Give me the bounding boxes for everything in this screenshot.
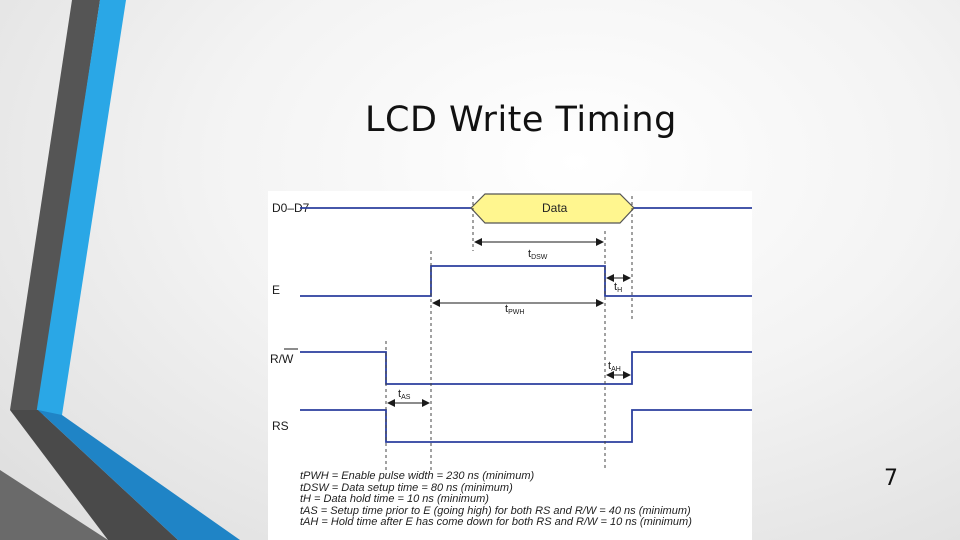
- label-tas: tAS: [398, 388, 411, 401]
- signal-label-rw: R/W: [270, 352, 294, 366]
- signal-label-data-bus: D0–D7: [272, 201, 310, 215]
- timing-legend: tPWH = Enable pulse width = 230 ns (mini…: [300, 471, 750, 529]
- timing-diagram: D0–D7 E R/W RS Data: [268, 191, 752, 540]
- data-label: Data: [542, 201, 568, 215]
- legend-line-th: tH = Data hold time = 10 ns (minimum): [300, 494, 489, 506]
- signal-label-rs: RS: [272, 419, 289, 433]
- legend-line-tpwh: tPWH = Enable pulse width = 230 ns (mini…: [300, 471, 535, 482]
- rw-waveform: [300, 351, 752, 385]
- label-th: tH: [614, 281, 622, 294]
- rs-waveform: [300, 409, 752, 443]
- legend-line-tas: tAS = Setup time prior to E (going high)…: [300, 505, 691, 517]
- label-tpwh: tPWH: [505, 303, 524, 316]
- legend-line-tah: tAH = Hold time after E has come down fo…: [300, 517, 692, 529]
- bottom-shade: [0, 470, 108, 540]
- label-tah: tAH: [608, 360, 621, 373]
- label-tdsw: tDSW: [528, 248, 548, 261]
- page-number: 7: [884, 466, 898, 491]
- blue-stripe: [36, 0, 126, 415]
- slide-title: LCD Write Timing: [365, 100, 677, 140]
- dark-stripe: [10, 0, 100, 410]
- dark-wedge: [10, 410, 178, 540]
- reference-lines: [385, 196, 633, 471]
- enable-waveform: [300, 265, 752, 297]
- blue-wedge: [38, 410, 240, 540]
- legend-line-tdsw: tDSW = Data setup time = 80 ns (minimum): [300, 482, 513, 494]
- signal-label-enable: E: [272, 283, 280, 297]
- timing-diagram-canvas: D0–D7 E R/W RS Data: [270, 193, 752, 471]
